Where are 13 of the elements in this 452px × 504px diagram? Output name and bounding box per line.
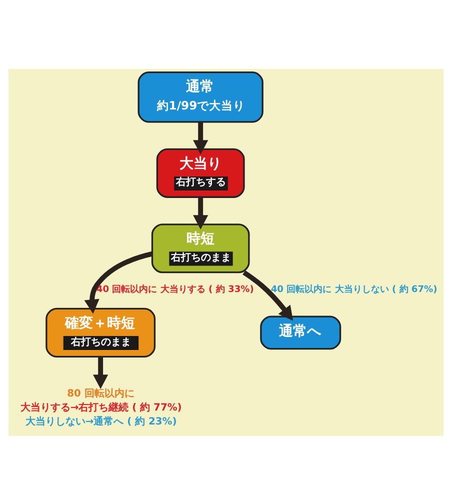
edge-label: 40 回転以内に 大当りする ( 約 33%) [96,284,254,295]
arrow [242,270,294,320]
node-box: 確変＋時短 右打ちのまま [46,307,156,357]
node-box: 大当り 右打ちする [156,148,245,198]
edge-label: 40 回転以内に 大当りしない ( 約 67%) [270,284,438,295]
arrow [193,196,208,229]
node-text: 80 回転以内に 大当りする→右打ち継続 ( 約 77%) 大当りしない→通常へ ( 約 23%) [20,388,182,428]
node-box: 通常 約1/99で大当り [138,70,264,122]
arrow [193,122,208,154]
arrow [93,356,108,389]
node-box: 時短 右打ちのまま [151,223,250,273]
node-box: 通常へ [260,315,342,350]
arrow [84,250,153,314]
